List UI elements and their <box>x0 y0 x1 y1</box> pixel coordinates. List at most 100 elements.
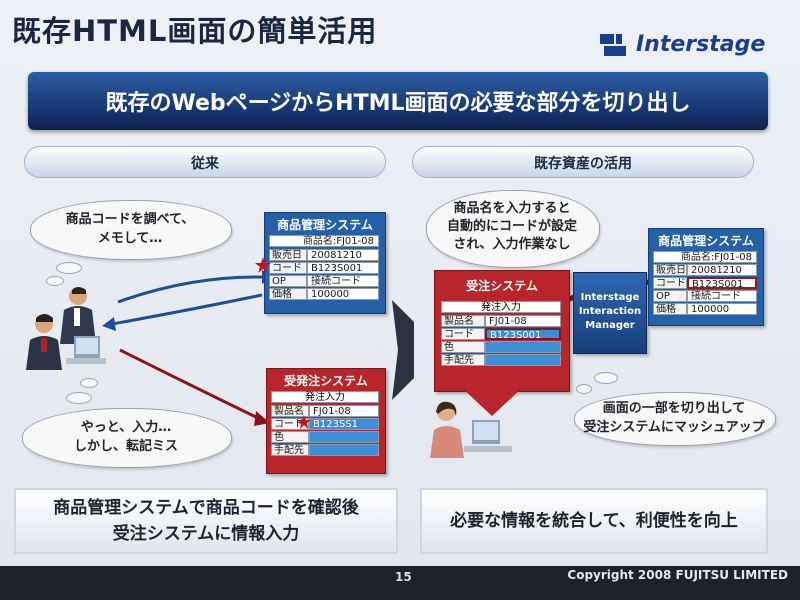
manager-line: Interaction <box>578 306 642 317</box>
row-label: 販売日 <box>269 249 307 261</box>
left-product-system-window: 商品管理システム 商品名:FJ01-08 販売日 20081210 コード B1… <box>264 212 386 314</box>
right-order-system-window: 受注システム 発注入力 製品名 FJ01-08 コード B123S001 色 手… <box>434 270 570 392</box>
thought-dot <box>594 372 618 384</box>
form-row: 手配先 <box>271 444 379 456</box>
data-row: コード B123S001 <box>269 262 379 274</box>
operator-illustration <box>430 401 512 458</box>
name-row: 商品名:FJ01-08 <box>653 251 757 263</box>
right-cloud-bottom-text: 画面の一部を切り出して 受注システムにマッシュアップ <box>580 399 768 437</box>
data-row: 価格 100000 <box>269 288 379 300</box>
row-value: B123SS1 <box>309 418 379 430</box>
right-cloud-bottom-line: 受注システムにマッシュアップ <box>583 420 765 435</box>
product-name: 商品名:FJ01-08 <box>653 251 757 263</box>
row-label: 製品名 <box>441 315 485 327</box>
row-value <box>309 431 379 443</box>
right-header-label: 既存資産の活用 <box>534 156 632 172</box>
data-row: コード B123S001 <box>653 277 757 290</box>
row-value <box>309 444 379 456</box>
window-title: 商品管理システム <box>277 218 373 232</box>
data-row: 販売日 20081210 <box>269 249 379 261</box>
star-icon <box>297 415 311 429</box>
form-row: 色 <box>441 341 561 353</box>
row-value: FJ01-08 <box>309 405 379 417</box>
right-summary-box: 必要な情報を統合して、利便性を向上 <box>420 488 768 554</box>
row-value: 100000 <box>307 288 379 300</box>
row-label: 色 <box>441 341 485 353</box>
office-workers-illustration <box>26 287 106 370</box>
row-value <box>485 354 561 366</box>
left-header: 従来 <box>24 146 386 178</box>
data-row: 販売日 20081210 <box>653 264 757 276</box>
interstage-logo-icon <box>600 34 626 56</box>
right-cloud-top <box>426 190 600 268</box>
form-row: 製品名 FJ01-08 <box>441 315 561 327</box>
arrow-back <box>111 293 263 326</box>
row-label: 販売日 <box>653 264 687 276</box>
form-header: 発注入力 <box>271 391 379 403</box>
right-cloud-bottom-line: 画面の一部を切り出して <box>602 401 746 416</box>
right-header: 既存資産の活用 <box>412 146 754 178</box>
interstage-logo: Interstage <box>596 30 776 64</box>
form-row: 色 <box>271 431 379 443</box>
form-row: 製品名 FJ01-08 <box>271 405 379 417</box>
thought-dot <box>576 384 592 394</box>
data-row: OP 接続コード <box>269 275 379 287</box>
row-value: 接続コード <box>687 290 757 302</box>
row-label: OP <box>653 290 687 302</box>
star-icon <box>255 257 271 273</box>
form-row: コード B123S001 <box>441 328 561 341</box>
left-cloud-top <box>30 200 232 260</box>
row-label: 価格 <box>269 288 307 300</box>
row-value: B123S001 <box>687 277 757 290</box>
row-value: B123S001 <box>485 328 561 341</box>
logo-text: Interstage <box>636 32 766 57</box>
right-cloud-top-line: 商品名を入力すると <box>453 201 571 216</box>
manager-line: Manager <box>585 320 635 331</box>
page-number: 15 <box>395 570 412 584</box>
window-title: 受発注システム <box>284 374 368 388</box>
left-cloud-bottom <box>22 408 232 468</box>
row-value: 100000 <box>687 303 757 315</box>
row-label: 製品名 <box>271 405 309 417</box>
row-value <box>485 341 561 353</box>
right-cloud-bottom <box>574 392 776 446</box>
row-value: 接続コード <box>307 275 379 287</box>
copyright: Copyright 2008 FUJITSU LIMITED <box>567 568 788 582</box>
thought-dot <box>46 276 64 286</box>
row-value: B123S001 <box>307 262 379 274</box>
product-name: 商品名:FJ01-08 <box>269 235 379 247</box>
left-cloud-bottom-line: やっと、入力… <box>80 420 172 435</box>
right-cloud-top-line: 自動的にコードが設定 <box>446 219 577 234</box>
footer-bar <box>0 566 800 600</box>
right-summary-text: 必要な情報を統合して、利便性を向上 <box>450 511 738 531</box>
center-arrow <box>392 300 414 400</box>
banner-text: 既存のWebページからHTML画面の必要な部分を切り出し <box>105 91 691 116</box>
right-cloud-top-text: 商品名を入力すると 自動的にコードが設定 され、入力作業なし <box>432 200 592 254</box>
left-cloud-top-line: メモして… <box>97 231 163 246</box>
row-value: FJ01-08 <box>485 315 561 327</box>
window-title: 商品管理システム <box>658 234 754 248</box>
manager-line: Interstage <box>580 292 640 303</box>
thought-dot <box>80 378 98 388</box>
banner: 既存のWebページからHTML画面の必要な部分を切り出し <box>28 72 768 130</box>
row-label: コード <box>653 277 687 289</box>
row-label: 価格 <box>653 303 687 315</box>
left-header-label: 従来 <box>191 156 219 172</box>
row-value: 20081210 <box>307 249 379 261</box>
form-header: 発注入力 <box>441 301 561 313</box>
left-summary-line: 商品管理システムで商品コードを確認後 <box>53 498 359 518</box>
form-row: 手配先 <box>441 354 561 366</box>
row-label: 色 <box>271 431 309 443</box>
data-row: 価格 100000 <box>653 303 757 315</box>
left-summary-line: 受注システムに情報入力 <box>112 524 300 544</box>
left-cloud-top-line: 商品コードを調べて、 <box>65 212 195 227</box>
form-row: コード B123SS1 <box>271 418 379 430</box>
callout-pointer <box>462 388 522 416</box>
window-title: 受注システム <box>466 279 538 293</box>
right-product-system-window: 商品管理システム 商品名:FJ01-08 販売日 20081210 コード B1… <box>648 228 764 326</box>
left-order-system-window: 受発注システム 発注入力 製品名 FJ01-08 コード B123SS1 色 手… <box>266 368 386 474</box>
interaction-manager-box: Interstage Interaction Manager <box>573 272 647 354</box>
row-label: 手配先 <box>271 444 309 456</box>
row-label: OP <box>269 275 307 287</box>
